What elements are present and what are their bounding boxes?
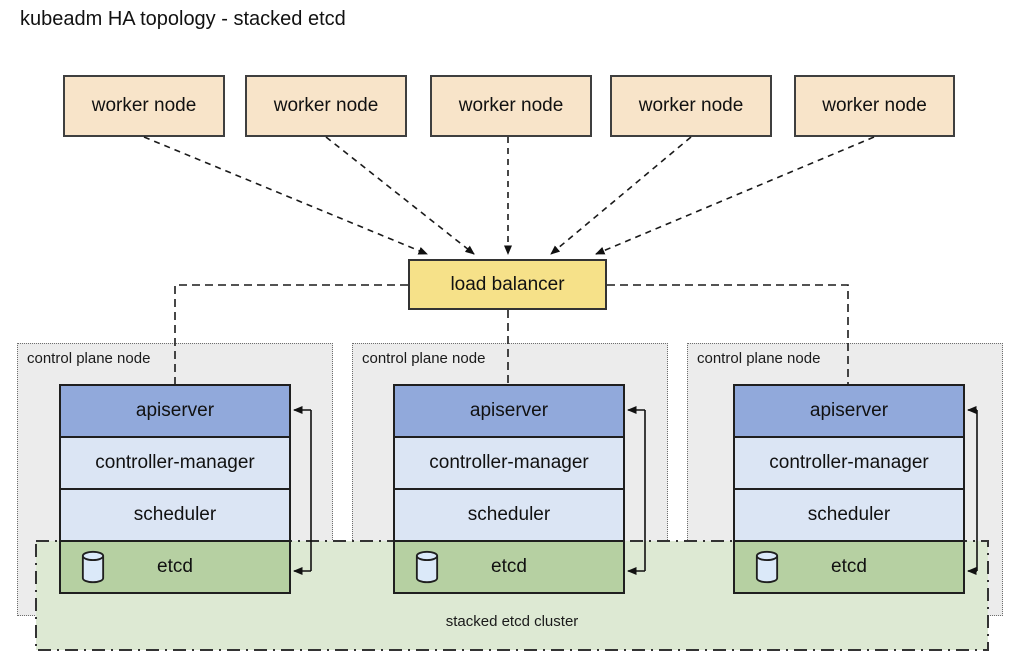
worker-node-label: worker node — [822, 95, 927, 116]
worker-node-label: worker node — [638, 95, 744, 116]
controller-manager-label: controller-manager — [769, 452, 929, 473]
apiserver-box: apiserver — [59, 384, 291, 438]
apiserver-box: apiserver — [733, 384, 965, 438]
worker-node-label: worker node — [273, 95, 379, 116]
apiserver-label: apiserver — [469, 400, 549, 421]
stacked-etcd-cluster-label: stacked etcd cluster — [445, 613, 579, 630]
scheduler-label: scheduler — [807, 504, 891, 525]
worker-node-label: worker node — [458, 95, 564, 116]
load-balancer-box: load balancer — [408, 259, 607, 310]
apiserver-label: apiserver — [809, 400, 889, 421]
worker-node-box: worker node — [794, 75, 955, 137]
load-balancer-label: load balancer — [450, 273, 565, 295]
worker-node-box: worker node — [245, 75, 407, 137]
control-plane-node-label: control plane node — [697, 350, 821, 367]
apiserver-box: apiserver — [393, 384, 625, 438]
worker-to-lb-arrow — [550, 136, 692, 255]
etcd-label: etcd — [491, 556, 527, 577]
controller-manager-box: controller-manager — [393, 436, 625, 490]
scheduler-label: scheduler — [467, 504, 551, 525]
scheduler-box: scheduler — [393, 488, 625, 542]
database-icon — [81, 550, 105, 584]
scheduler-label: scheduler — [133, 504, 217, 525]
controller-manager-label: controller-manager — [95, 452, 255, 473]
apiserver-label: apiserver — [135, 400, 215, 421]
worker-to-lb-arrow — [325, 136, 475, 255]
etcd-label: etcd — [157, 556, 193, 577]
database-icon — [415, 550, 439, 584]
scheduler-box: scheduler — [59, 488, 291, 542]
controller-manager-label: controller-manager — [429, 452, 589, 473]
worker-node-box: worker node — [63, 75, 225, 137]
worker-node-box: worker node — [430, 75, 592, 137]
worker-to-lb-arrow — [143, 136, 428, 255]
worker-to-lb-arrow — [595, 136, 875, 255]
scheduler-box: scheduler — [733, 488, 965, 542]
etcd-box: etcd — [733, 540, 965, 594]
database-icon — [755, 550, 779, 584]
controller-manager-box: controller-manager — [733, 436, 965, 490]
control-plane-node-label: control plane node — [27, 350, 151, 367]
control-plane-node-label: control plane node — [362, 350, 486, 367]
worker-node-label: worker node — [91, 95, 197, 116]
etcd-label: etcd — [831, 556, 867, 577]
diagram-title: kubeadm HA topology - stacked etcd — [20, 8, 346, 30]
etcd-box: etcd — [59, 540, 291, 594]
etcd-box: etcd — [393, 540, 625, 594]
worker-node-box: worker node — [610, 75, 772, 137]
controller-manager-box: controller-manager — [59, 436, 291, 490]
